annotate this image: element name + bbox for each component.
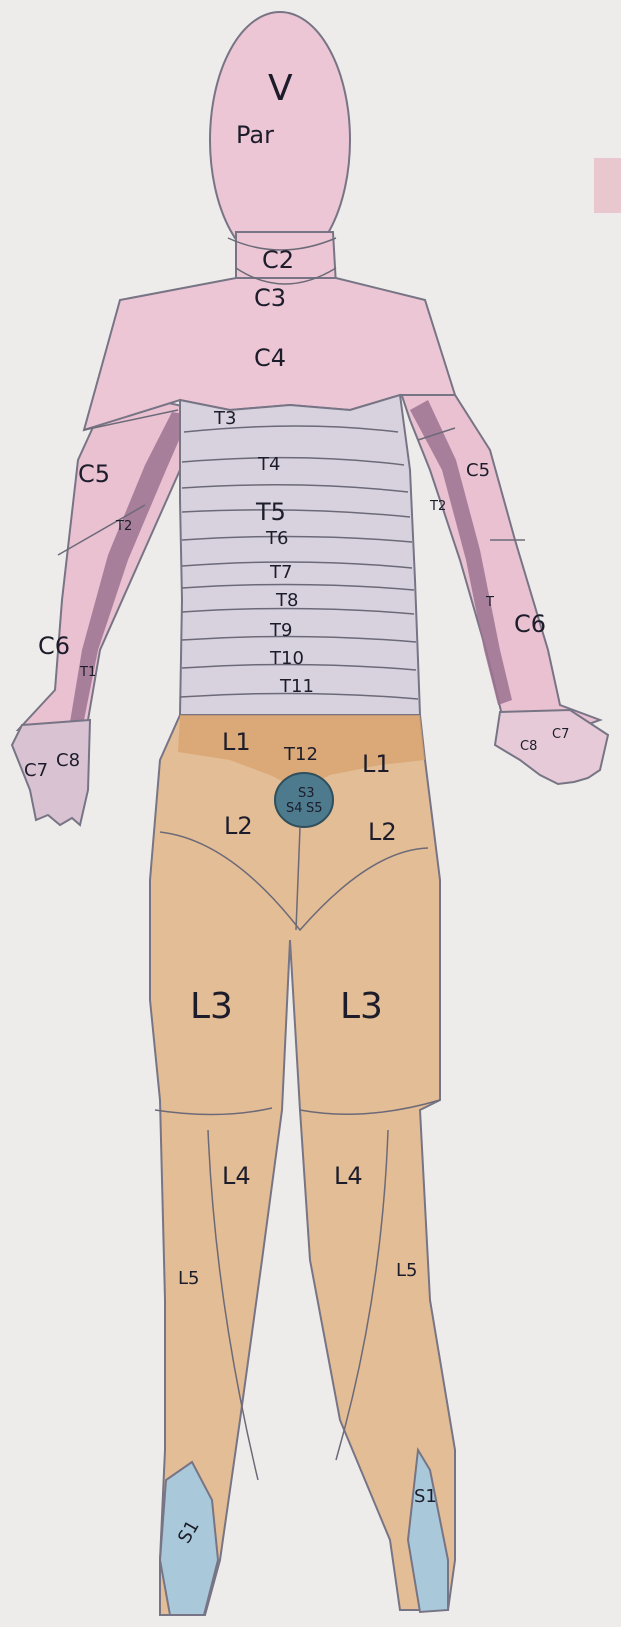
label-right-l1: L1	[362, 750, 391, 778]
label-right-l5: L5	[396, 1260, 417, 1281]
label-left-l5: L5	[178, 1268, 199, 1289]
label-t7: T7	[269, 562, 292, 583]
label-c2: C2	[262, 246, 294, 274]
label-right-t1: T	[485, 595, 494, 610]
label-left-c5: C5	[78, 460, 110, 488]
label-t8: T8	[275, 590, 298, 611]
label-right-l4: L4	[334, 1162, 363, 1190]
label-left-c7: C7	[24, 760, 48, 781]
label-t3: T3	[213, 408, 236, 429]
label-right-l2: L2	[368, 818, 397, 846]
label-left-c8: C8	[56, 750, 80, 771]
label-head-par: Par	[236, 121, 274, 149]
head-region	[210, 12, 350, 268]
label-head-v: V	[268, 68, 293, 109]
label-c4: C4	[254, 344, 286, 372]
label-right-t2: T2	[429, 499, 446, 514]
label-left-l1: L1	[222, 728, 251, 756]
label-left-l4: L4	[222, 1162, 251, 1190]
label-t10: T10	[269, 648, 304, 669]
label-t12: T12	[283, 744, 318, 765]
label-left-t1: T1	[79, 665, 96, 680]
label-left-c6: C6	[38, 632, 70, 660]
label-t5: T5	[255, 498, 286, 526]
label-t6: T6	[265, 528, 288, 549]
label-perineum-c: S5	[306, 801, 323, 816]
label-right-s1: S1	[414, 1486, 437, 1507]
label-left-t2: T2	[115, 519, 132, 534]
label-right-c5: C5	[466, 460, 490, 481]
label-right-c7: C7	[552, 727, 569, 742]
label-right-c8: C8	[520, 739, 537, 754]
label-t9: T9	[269, 620, 292, 641]
label-perineum-b: S4	[286, 801, 303, 816]
label-right-l3: L3	[340, 986, 383, 1027]
label-c3: C3	[254, 284, 286, 312]
label-left-l3: L3	[190, 986, 233, 1027]
label-right-c6: C6	[514, 610, 546, 638]
label-perineum-a: S3	[298, 786, 315, 801]
paper-corner-mark	[594, 158, 621, 213]
label-left-l2: L2	[224, 812, 253, 840]
label-t11: T11	[279, 676, 314, 697]
label-t4: T4	[257, 454, 280, 475]
